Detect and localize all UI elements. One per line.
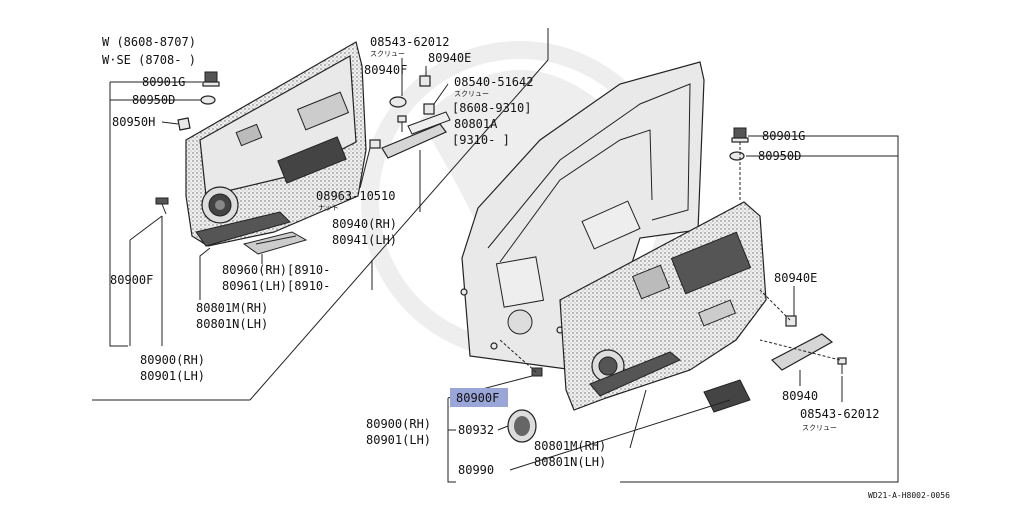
label-left-08540-sub: スクリュー	[454, 90, 489, 98]
left-clip-80950H	[177, 117, 191, 131]
label-left-80960[interactable]: 80960(RH)[8910-	[222, 263, 330, 277]
left-screw-08540	[423, 103, 435, 115]
leader-l-80950H	[161, 121, 179, 125]
label-left-08963[interactable]: 08963-10510	[316, 189, 395, 203]
label-left-80940F[interactable]: 80940F	[364, 63, 407, 77]
left-nut-08963	[369, 139, 381, 149]
highlight-box-80900F	[450, 388, 508, 407]
dash-r-08543	[759, 339, 841, 361]
label-left-80941LH[interactable]: 80941(LH)	[332, 233, 397, 247]
label-left-80940RH[interactable]: 80940(RH)	[332, 217, 397, 231]
leader-l-08540	[433, 83, 449, 105]
label-left-08540[interactable]: 08540-51642	[454, 75, 533, 89]
label-right-80901LH[interactable]: 80901(LH)	[366, 433, 431, 447]
label-left-80950H[interactable]: 80950H	[112, 115, 155, 129]
diagram-code: WD21-A-H8002-0056	[868, 491, 950, 500]
leader-l-bracket-outer	[109, 82, 128, 347]
variant-line-2: W·SE (8708- )	[102, 53, 196, 67]
leader-r-80901G	[620, 135, 899, 483]
label-left-80900F[interactable]: 80900F	[110, 273, 153, 287]
label-left-80801M[interactable]: 80801M(RH)	[196, 301, 268, 315]
leader-r-80932	[497, 425, 509, 431]
label-left-80901G[interactable]: 80901G	[142, 75, 185, 89]
leader-l-80801M	[199, 247, 211, 300]
label-left-80900RH[interactable]: 80900(RH)	[140, 353, 205, 367]
right-washer-80950D	[729, 151, 745, 161]
label-left-80801A[interactable]: 80801A	[454, 117, 498, 131]
right-door-shell	[460, 61, 705, 371]
label-left-80801N[interactable]: 80801N(LH)	[196, 317, 268, 331]
label-right-80950D[interactable]: 80950D	[758, 149, 801, 163]
label-right-80900F[interactable]: 80900F	[456, 391, 499, 405]
label-left-08540-range: [8608-9310]	[452, 101, 531, 115]
dash-r-80940E	[759, 289, 791, 321]
label-right-80990[interactable]: 80990	[458, 463, 494, 477]
label-right-80940E[interactable]: 80940E	[774, 271, 817, 285]
right-speaker-80932	[507, 409, 537, 443]
leader-r-80990	[509, 399, 731, 471]
right-screw-80900F	[531, 367, 543, 377]
leader-l-80900F-a	[129, 215, 163, 241]
left-pull-handle-80940	[381, 111, 451, 159]
left-clip-80901G	[202, 71, 220, 87]
left-door-trim-panel	[185, 41, 367, 247]
right-clip-80901G	[731, 127, 749, 143]
label-right-80801N[interactable]: 80801N(LH)	[534, 455, 606, 469]
label-right-08543-sub: スクリュー	[802, 424, 837, 432]
right-clip-80940E	[785, 315, 797, 327]
label-right-80801M[interactable]: 80801M(RH)	[534, 439, 606, 453]
divider-diagonal	[249, 59, 549, 401]
label-left-80940E[interactable]: 80940E	[428, 51, 471, 65]
label-right-80940[interactable]: 80940	[782, 389, 818, 403]
label-left-80950D[interactable]: 80950D	[132, 93, 175, 107]
left-armrest-80960	[242, 231, 308, 255]
left-cap-80940F	[389, 96, 407, 108]
left-screw-80900F	[155, 197, 169, 215]
label-left-80901LH[interactable]: 80901(LH)	[140, 369, 205, 383]
label-left-80801A-range: [9310- ]	[452, 133, 510, 147]
label-right-80932[interactable]: 80932	[458, 423, 494, 437]
label-left-08963-sub: ナット	[318, 204, 339, 212]
right-pull-handle-80940	[770, 333, 834, 371]
label-right-08543[interactable]: 08543-62012	[800, 407, 879, 421]
right-screw-08543	[837, 357, 847, 374]
left-screw-08543	[397, 115, 407, 132]
label-left-08543[interactable]: 08543-62012	[370, 35, 449, 49]
label-left-08543-sub: スクリュー	[370, 50, 405, 58]
leader-l-08963	[359, 147, 371, 189]
left-washer-80950D	[200, 95, 216, 105]
right-door-trim-panel	[559, 201, 767, 411]
label-right-80900RH[interactable]: 80900(RH)	[366, 417, 431, 431]
label-right-80901G[interactable]: 80901G	[762, 129, 805, 143]
left-clip-80940E	[419, 75, 431, 87]
leader-r-80801M	[629, 389, 647, 449]
variant-line-1: W (8608-8707)	[102, 35, 196, 49]
dash-r-80900F	[499, 339, 537, 373]
right-vent-grille	[703, 379, 751, 413]
label-left-80961[interactable]: 80961(LH)[8910-	[222, 279, 330, 293]
leader-r-bracket	[447, 398, 456, 483]
